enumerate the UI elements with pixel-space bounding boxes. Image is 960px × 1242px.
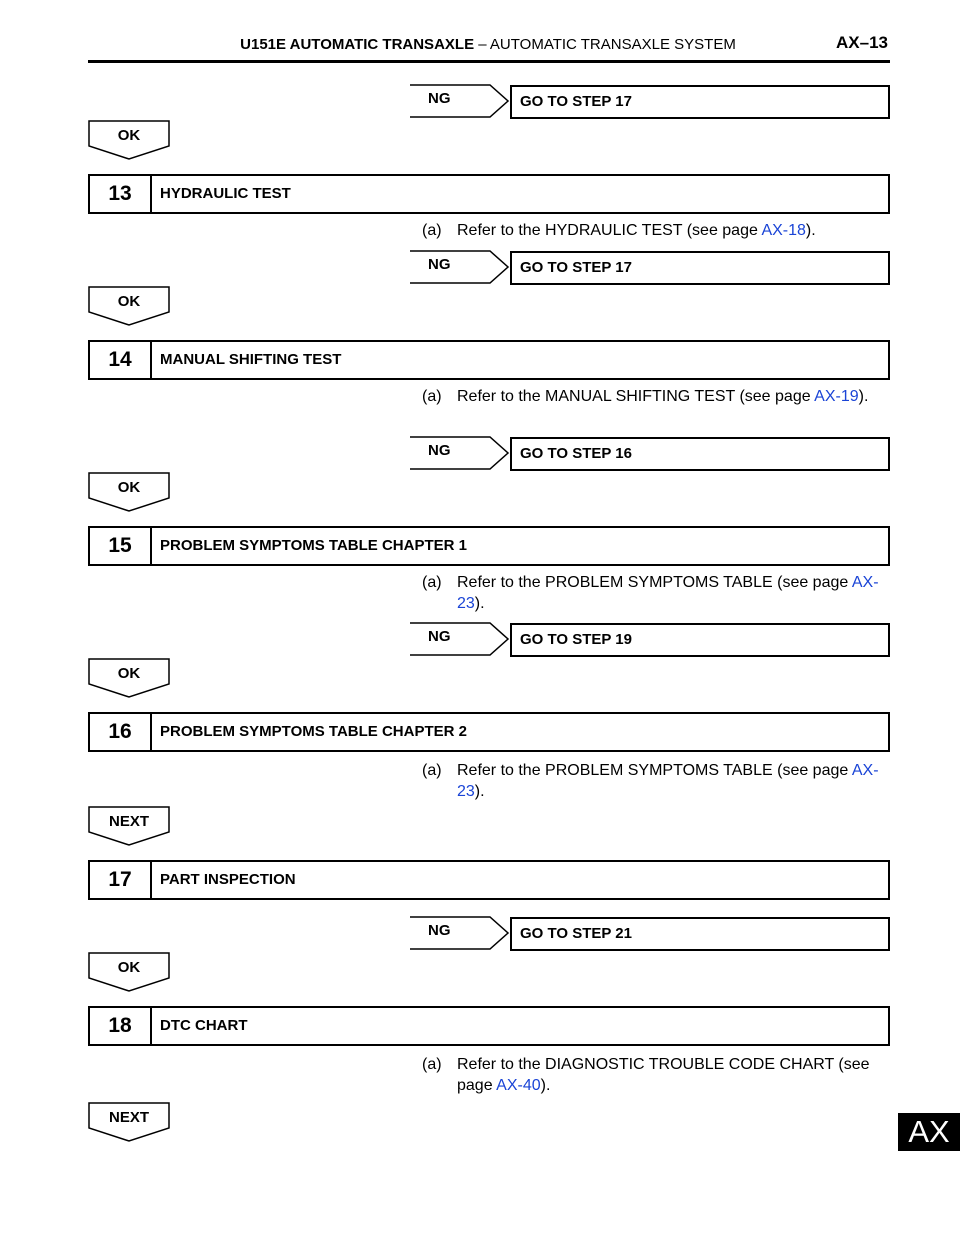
ok-result-marker: OK [88, 286, 170, 326]
section-tab: AX [898, 1113, 960, 1151]
instruction-text-end: ). [858, 388, 869, 405]
ng-action-box[interactable]: GO TO STEP 17 [510, 85, 890, 119]
ng-arrow-icon [410, 436, 510, 470]
ng-label: NG [428, 628, 451, 645]
ng-label: NG [428, 90, 451, 107]
ok-label: OK [117, 665, 141, 682]
ok-label: OK [117, 959, 141, 976]
ng-label: NG [428, 922, 451, 939]
ng-branch: NG GO TO STEP 16 [408, 436, 890, 471]
header-title-bold: U151E AUTOMATIC TRANSAXLE [240, 36, 475, 53]
ok-arrow-icon [88, 120, 170, 160]
page-link[interactable]: AX-40 [496, 1077, 541, 1094]
ok-result-marker: OK [88, 658, 170, 698]
step-number: 18 [90, 1008, 152, 1044]
ok-label: OK [117, 127, 141, 144]
ng-action-box[interactable]: GO TO STEP 19 [510, 623, 890, 657]
instruction-15: (a) Refer to the PROBLEM SYMPTOMS TABLE … [422, 572, 892, 614]
instruction-marker: (a) [422, 222, 442, 239]
instruction-marker: (a) [422, 388, 442, 405]
step-title: PART INSPECTION [160, 871, 296, 888]
ng-branch: NG GO TO STEP 19 [408, 622, 890, 657]
ng-action-box[interactable]: GO TO STEP 21 [510, 917, 890, 951]
step-number: 17 [90, 862, 152, 898]
page-link[interactable]: AX-18 [761, 222, 806, 239]
next-arrow-icon [88, 1102, 170, 1142]
instruction-14: (a) Refer to the MANUAL SHIFTING TEST (s… [422, 386, 892, 407]
ok-label: OK [117, 293, 141, 310]
ng-arrow-icon [410, 916, 510, 950]
ng-arrow-icon [410, 250, 510, 284]
ok-arrow-icon [88, 286, 170, 326]
step-number: 15 [90, 528, 152, 564]
step-17-box: 17 PART INSPECTION [88, 860, 890, 900]
step-number: 13 [90, 176, 152, 212]
ng-action-text: GO TO STEP 17 [520, 93, 632, 110]
instruction-text-end: ). [474, 595, 485, 612]
instruction-marker: (a) [422, 1056, 442, 1073]
instruction-16: (a) Refer to the PROBLEM SYMPTOMS TABLE … [422, 760, 892, 802]
ng-action-text: GO TO STEP 19 [520, 631, 632, 648]
page-header-title: U151E AUTOMATIC TRANSAXLE – AUTOMATIC TR… [88, 36, 888, 58]
next-arrow-icon [88, 806, 170, 846]
instruction-13: (a) Refer to the HYDRAULIC TEST (see pag… [422, 220, 892, 241]
header-title-rest: – AUTOMATIC TRANSAXLE SYSTEM [478, 36, 736, 53]
page-link[interactable]: AX-23 [457, 574, 879, 612]
step-14-box: 14 MANUAL SHIFTING TEST [88, 340, 890, 380]
ok-result-marker: OK [88, 120, 170, 160]
step-15-box: 15 PROBLEM SYMPTOMS TABLE CHAPTER 1 [88, 526, 890, 566]
next-label: NEXT [108, 813, 149, 830]
ok-label: OK [117, 479, 141, 496]
ok-arrow-icon [88, 658, 170, 698]
step-title: HYDRAULIC TEST [160, 185, 291, 202]
header-rule [88, 60, 890, 63]
step-16-box: 16 PROBLEM SYMPTOMS TABLE CHAPTER 2 [88, 712, 890, 752]
ng-action-box[interactable]: GO TO STEP 16 [510, 437, 890, 471]
ng-branch: NG GO TO STEP 17 [408, 84, 890, 119]
ok-arrow-icon [88, 952, 170, 992]
ng-action-text: GO TO STEP 21 [520, 925, 632, 942]
instruction-marker: (a) [422, 574, 442, 591]
ng-branch: NG GO TO STEP 17 [408, 250, 890, 285]
page-number: AX–13 [836, 33, 888, 52]
instruction-text: Refer to the DIAGNOSTIC TROUBLE CODE CHA… [457, 1056, 870, 1094]
page-link[interactable]: AX-19 [814, 388, 859, 405]
ok-arrow-icon [88, 472, 170, 512]
ng-action-text: GO TO STEP 17 [520, 259, 632, 276]
instruction-marker: (a) [422, 762, 442, 779]
instruction-text: Refer to the PROBLEM SYMPTOMS TABLE (see… [457, 762, 852, 779]
instruction-text: Refer to the MANUAL SHIFTING TEST (see p… [457, 388, 815, 405]
ng-action-box[interactable]: GO TO STEP 17 [510, 251, 890, 285]
page-link[interactable]: AX-23 [457, 762, 879, 800]
ng-label: NG [428, 256, 451, 273]
ok-result-marker: OK [88, 472, 170, 512]
instruction-18: (a) Refer to the DIAGNOSTIC TROUBLE CODE… [422, 1054, 870, 1096]
ng-label: NG [428, 442, 451, 459]
next-result-marker: NEXT [88, 806, 170, 846]
ng-branch: NG GO TO STEP 21 [408, 916, 890, 951]
step-number: 14 [90, 342, 152, 378]
step-13-box: 13 HYDRAULIC TEST [88, 174, 890, 214]
ng-arrow-icon [410, 622, 510, 656]
ng-action-text: GO TO STEP 16 [520, 445, 632, 462]
step-title: PROBLEM SYMPTOMS TABLE CHAPTER 1 [160, 537, 467, 554]
next-result-marker: NEXT [88, 1102, 170, 1142]
ok-result-marker: OK [88, 952, 170, 992]
next-label: NEXT [108, 1109, 149, 1126]
ng-arrow-icon [410, 84, 510, 118]
step-title: MANUAL SHIFTING TEST [160, 351, 342, 368]
instruction-text: Refer to the PROBLEM SYMPTOMS TABLE (see… [457, 574, 852, 591]
instruction-text-end: ). [805, 222, 816, 239]
step-18-box: 18 DTC CHART [88, 1006, 890, 1046]
instruction-text: Refer to the HYDRAULIC TEST (see page [457, 222, 762, 239]
step-number: 16 [90, 714, 152, 750]
step-title: DTC CHART [160, 1017, 248, 1034]
instruction-text-end: ). [474, 783, 485, 800]
instruction-text-end: ). [540, 1077, 551, 1094]
step-title: PROBLEM SYMPTOMS TABLE CHAPTER 2 [160, 723, 467, 740]
